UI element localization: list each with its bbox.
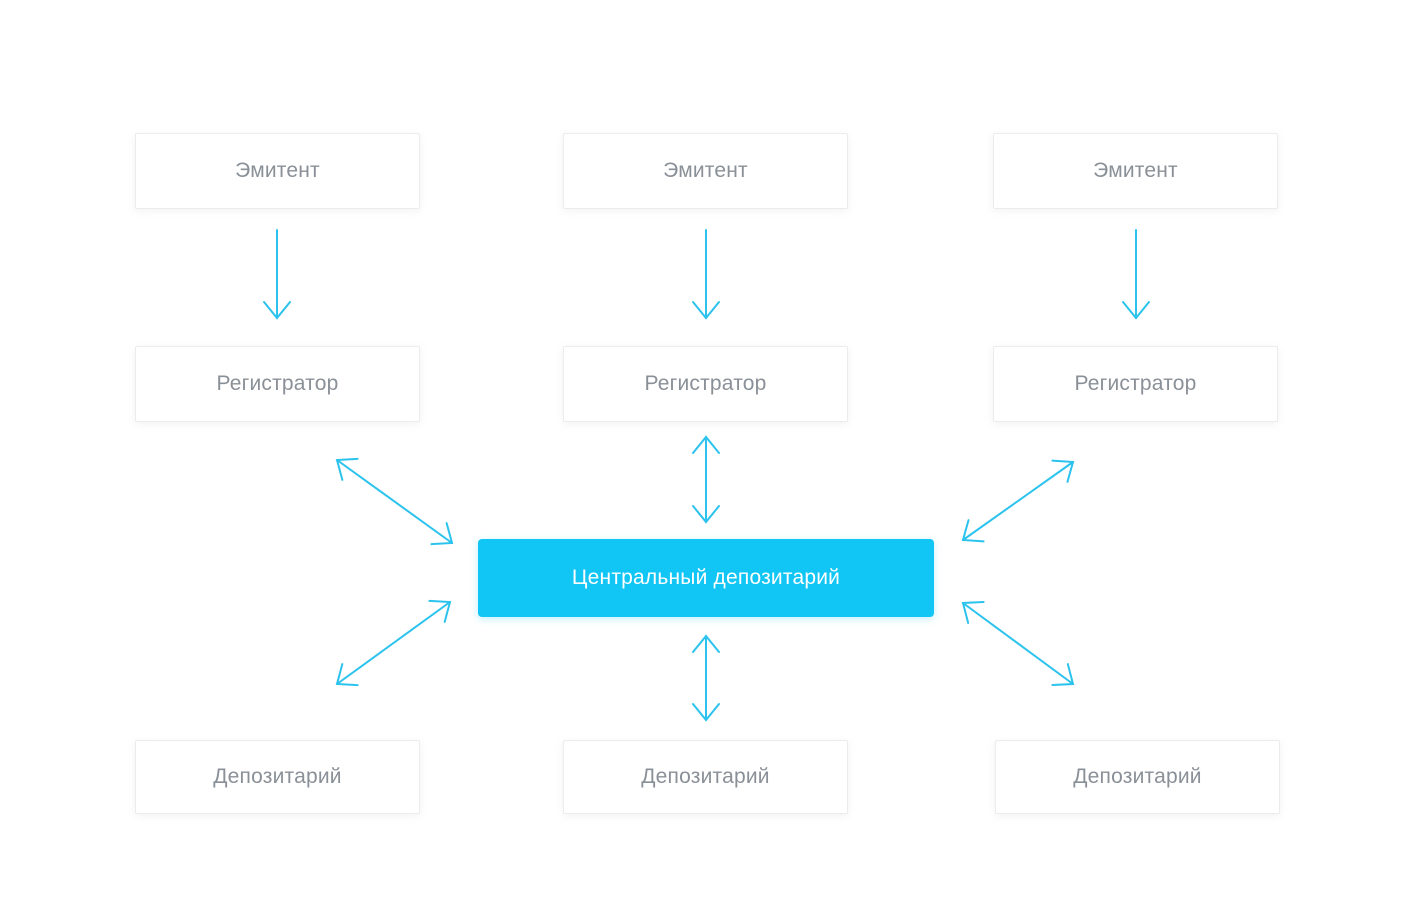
node-issuer-3: Эмитент	[993, 133, 1278, 209]
node-depository-3: Депозитарий	[995, 740, 1280, 814]
node-depository-2: Депозитарий	[563, 740, 848, 814]
arrow-issuer-3-registrar-3	[1122, 229, 1150, 320]
node-issuer-2: Эмитент	[563, 133, 848, 209]
arrow-central-depository-2	[692, 634, 720, 722]
node-registrar-2: Регистратор	[563, 346, 848, 422]
arrow-registrar-3-central	[961, 459, 1075, 543]
node-depository-1: Депозитарий	[135, 740, 420, 814]
arrow-issuer-1-registrar-1	[263, 229, 291, 320]
arrow-central-depository-1	[335, 599, 452, 687]
node-registrar-3: Регистратор	[993, 346, 1278, 422]
arrow-central-depository-3	[961, 601, 1075, 686]
arrow-issuer-2-registrar-2	[692, 229, 720, 320]
arrow-registrar-1-central	[335, 457, 454, 546]
node-registrar-1: Регистратор	[135, 346, 420, 422]
arrow-registrar-2-central	[692, 435, 720, 524]
node-issuer-1: Эмитент	[135, 133, 420, 209]
node-central-depository: Центральный депозитарий	[478, 539, 934, 617]
